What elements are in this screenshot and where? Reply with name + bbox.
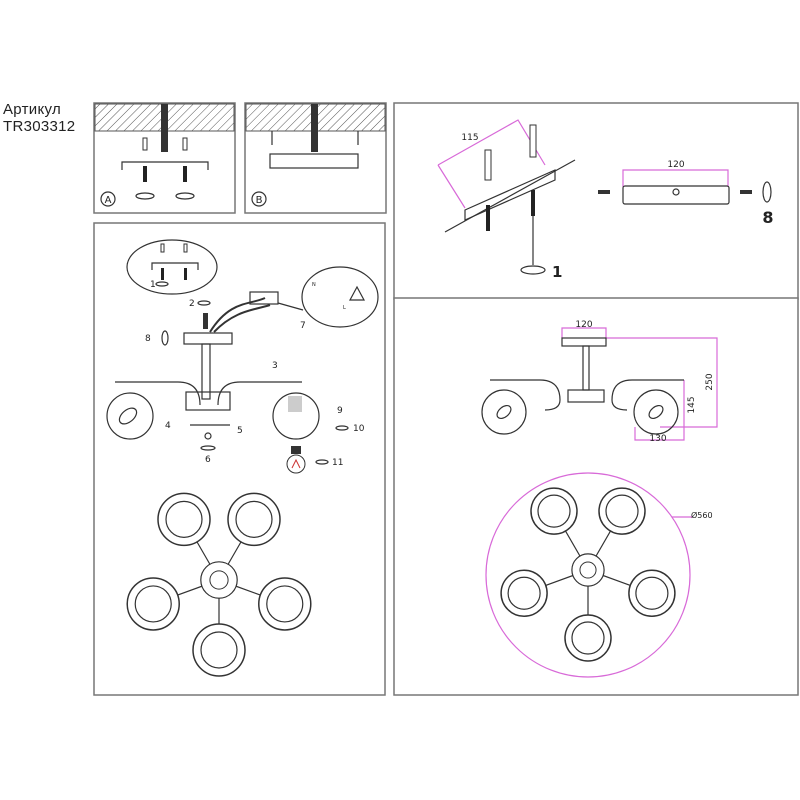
screw-icon: [598, 190, 610, 194]
panel-b-badge: B: [256, 195, 263, 206]
badge-circle: [100, 191, 116, 207]
badge-circle: [251, 191, 267, 207]
center-cap: [209, 570, 229, 590]
article-label: Артикул TR303312: [3, 101, 75, 135]
step-6-label: 6: [205, 455, 211, 465]
detail-bubble: [126, 239, 218, 295]
screw-icon: [486, 205, 490, 231]
electric-hazard-icon: [348, 285, 366, 301]
shade-opening: [200, 631, 238, 669]
wall-plug-icon: [529, 124, 537, 158]
panel-a-ceiling-mount: A: [93, 102, 236, 214]
step-8-label: 8: [145, 334, 151, 344]
shade-opening: [134, 585, 172, 623]
screw-icon: [531, 190, 535, 216]
rotate-icon: [135, 192, 155, 200]
wires: [209, 297, 271, 333]
glass-shade: [633, 389, 679, 435]
step-10-label: 10: [353, 424, 365, 434]
step-1-label: 1: [552, 263, 562, 281]
shade-opening: [571, 621, 605, 655]
rotate-icon: [762, 181, 772, 203]
step-11-label: 11: [332, 458, 343, 468]
dim-diameter: Ø560: [691, 510, 713, 520]
step-2-label: 2: [189, 299, 195, 309]
dim-shade-height: 145: [687, 396, 697, 413]
rotate-icon: [520, 265, 546, 275]
rotate-icon: [161, 330, 169, 346]
stem: [201, 343, 211, 400]
top-view-assembled: [126, 492, 312, 677]
hub: [567, 389, 605, 403]
panel-a-badge: A: [105, 195, 112, 206]
glass-shade: [272, 392, 320, 440]
wires: [311, 104, 318, 152]
threaded-rod: [203, 313, 208, 329]
wire-l-label: L: [343, 305, 346, 311]
shade-opening: [235, 500, 273, 538]
shade-opening: [635, 576, 669, 610]
wires: [161, 104, 168, 152]
assembly-panel: 1 2 3 4 5 6 7 8 9 10 11 N L: [93, 222, 386, 696]
dim-canopy-width: 120: [575, 320, 592, 330]
glass-shade: [106, 392, 154, 440]
step-7-label: 7: [300, 321, 306, 331]
rotate-icon: [175, 192, 195, 200]
screw-icon: [740, 190, 752, 194]
top-view-dimensions: [500, 487, 676, 662]
center-cap: [579, 561, 597, 579]
dim-shade-width: 130: [649, 434, 666, 444]
bracket-front-view: [622, 185, 730, 205]
screw-icon: [182, 137, 188, 182]
step-5-label: 5: [237, 426, 243, 436]
screw-icon: [142, 137, 148, 182]
step-8-label: 8: [762, 208, 773, 227]
bracket: [121, 161, 209, 170]
article-title: Артикул: [3, 101, 62, 118]
article-code: TR303312: [3, 118, 76, 135]
hub: [185, 391, 231, 411]
dim-120: 120: [667, 160, 684, 170]
dimension-lines: [561, 327, 718, 441]
arms: [490, 379, 684, 411]
step-1-label: 1: [150, 280, 156, 290]
dim-115: 115: [461, 133, 478, 143]
canopy-plate: [269, 153, 359, 169]
shade-opening: [266, 585, 304, 623]
dim-height-total: 250: [705, 373, 715, 390]
terminal-block: [249, 291, 279, 305]
dimensions-panel: 120 250 145 130 Ø560: [393, 297, 799, 696]
wiring-detail-bubble: [301, 266, 379, 328]
bracket-panel: 115 1 120 8: [393, 102, 799, 300]
shade-opening: [605, 494, 639, 528]
step-9-label: 9: [337, 406, 343, 416]
lamp-holder: [288, 396, 302, 412]
finial: [204, 432, 212, 440]
diameter-circle: [485, 472, 691, 678]
arms: [115, 381, 302, 406]
wire-n-label: N: [312, 282, 316, 288]
shade-opening: [507, 576, 541, 610]
shade-opening: [537, 494, 571, 528]
step-3-label: 3: [272, 361, 278, 371]
mounting-bracket: [464, 169, 556, 221]
step-4-label: 4: [165, 421, 171, 431]
wall-plug-icon: [484, 149, 492, 181]
glass-shade: [481, 389, 527, 435]
panel-b-ceiling-mount: B: [244, 102, 387, 214]
shade-opening: [165, 500, 203, 538]
bulb-icon: [286, 454, 306, 474]
